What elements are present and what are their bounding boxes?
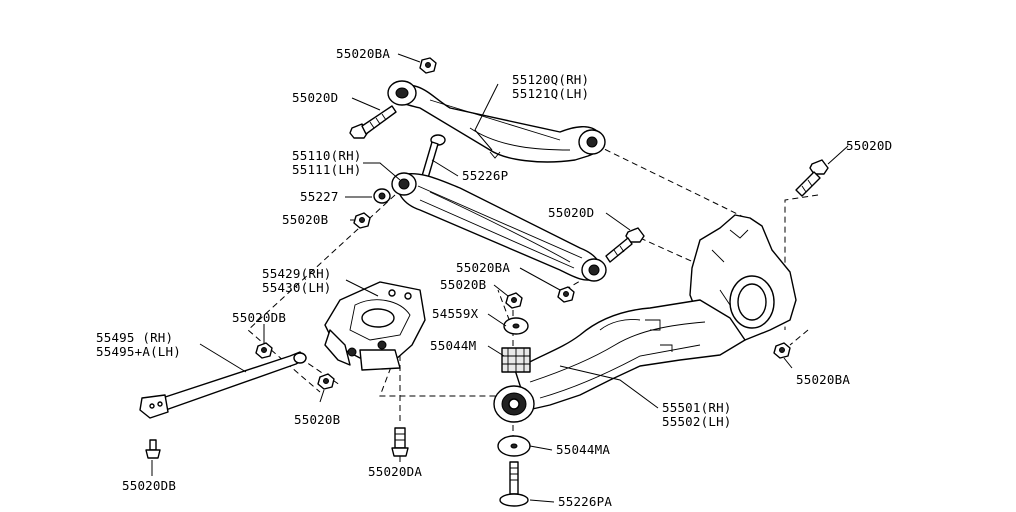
washer-55044ma [497,435,531,457]
label-55020ba-top: 55020BA [336,46,390,61]
bolt-55226pa [499,461,529,507]
label-55227: 55227 [300,189,339,204]
label-55495a: 55495+A(LH) [96,344,181,359]
bushing-main [493,385,535,423]
leader-lines [151,53,849,503]
washer-54559x [503,317,529,335]
suspension-member [514,214,797,411]
bushing-55044m [501,347,531,373]
stabilizer-rod [139,351,307,419]
nut-55020ba-right [773,342,791,359]
bolt-55020d-right [795,159,829,197]
label-55111: 55111(LH) [292,162,362,177]
label-55020b-lower: 55020B [294,412,340,427]
nut-55020ba-top [419,57,437,74]
part-labels: 55020BA 55020D 55120Q(RH) 55121Q(LH) 551… [96,46,892,509]
label-55020da: 55020DA [368,464,422,479]
bolt-55020d-mid [605,227,645,263]
label-55501: 55501(RH) [662,400,732,415]
label-55121q: 55121Q(LH) [512,86,589,101]
nut-55020db-bottom [145,439,161,459]
label-55020d-mid: 55020D [548,205,594,220]
label-55502: 55502(LH) [662,414,732,429]
nut-55020ba-mid [557,286,575,303]
label-55044m: 55044M [430,338,476,353]
label-54559x: 54559X [432,306,479,321]
label-55226p: 55226P [462,168,508,183]
nut-55020b-upper [353,212,371,229]
bolt-55226p [421,134,446,179]
nut-55020b-mid [505,292,523,309]
label-55120q: 55120Q(RH) [512,72,589,87]
label-55110: 55110(RH) [292,148,362,163]
label-55430: 55430(LH) [262,280,332,295]
label-55020ba-mid: 55020BA [456,260,510,275]
label-55020b-mid: 55020B [440,277,486,292]
label-55020db-bottom: 55020DB [122,478,176,493]
label-55044ma: 55044MA [556,442,610,457]
bolt-55020d-upper [349,105,397,139]
bolt-55020da [391,427,409,457]
upper-control-arm [387,80,606,163]
label-55429: 55429(RH) [262,266,332,281]
washer-55227 [373,188,391,204]
nut-55020b-lower [317,373,335,390]
mounting-bracket [324,281,426,371]
label-55020db-top: 55020DB [232,310,286,325]
nut-55020db-top [255,342,273,359]
label-55020ba-right: 55020BA [796,372,850,387]
label-55495: 55495 (RH) [96,330,173,345]
label-55020b-upper: 55020B [282,212,328,227]
label-55226pa: 55226PA [558,494,612,509]
label-55020d-upper: 55020D [292,90,338,105]
label-55020d-right: 55020D [846,138,892,153]
